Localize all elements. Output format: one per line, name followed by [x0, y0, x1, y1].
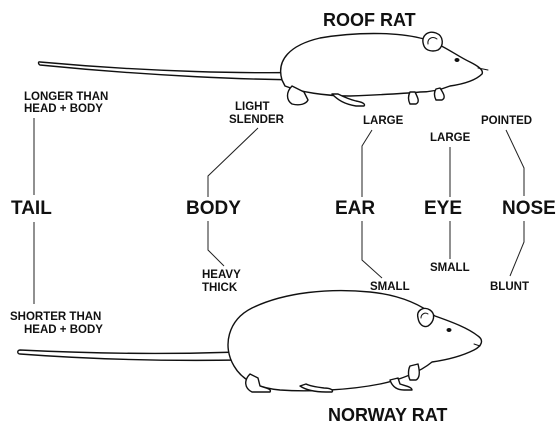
body-roof-label-line1: LIGHT — [235, 101, 270, 113]
roof-rat-title: ROOF RAT — [323, 10, 416, 30]
body-norway-label-line2: THICK — [202, 282, 238, 294]
body-connector-top — [208, 128, 258, 197]
nose-roof-label: POINTED — [481, 115, 532, 127]
body-norway-label-line1: HEAVY — [202, 269, 241, 281]
ear-trait-label: EAR — [335, 198, 375, 219]
tail-roof-label-line1: LONGER THAN — [24, 91, 108, 103]
nose-trait-label: NOSE — [502, 198, 556, 219]
nose-connector-top — [506, 130, 524, 196]
eye-trait-label: EYE — [424, 198, 462, 219]
norway-rat-drawing — [18, 291, 482, 392]
eye-roof-label: LARGE — [430, 132, 471, 144]
body-roof-label-line2: SLENDER — [229, 114, 285, 126]
tail-norway-label-line2: HEAD + BODY — [24, 324, 103, 336]
nose-norway-label: BLUNT — [490, 281, 529, 293]
nose-connector-bottom — [510, 221, 524, 276]
body-trait-label: BODY — [186, 198, 241, 219]
ear-norway-label: SMALL — [370, 281, 410, 293]
norway-rat-title: NORWAY RAT — [328, 405, 447, 425]
ear-connector-bottom — [362, 221, 382, 278]
eye-norway-label: SMALL — [430, 262, 470, 274]
ear-connector-top — [362, 130, 372, 197]
tail-norway-label-line1: SHORTER THAN — [10, 311, 101, 323]
tail-trait-label: TAIL — [11, 198, 52, 219]
tail-roof-label-line2: HEAD + BODY — [24, 103, 103, 115]
ear-roof-label: LARGE — [363, 115, 404, 127]
body-connector-bottom — [208, 221, 224, 266]
